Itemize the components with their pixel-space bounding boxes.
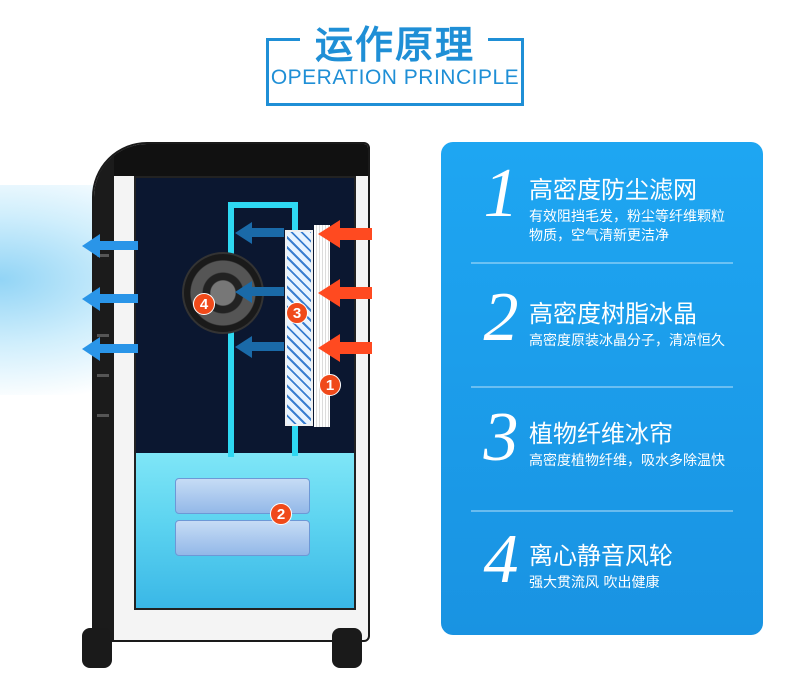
feature-description: 有效阻挡毛发，粉尘等纤维颗粒物质，空气清新更洁净 — [529, 209, 725, 244]
inflow-arrow-head — [318, 334, 340, 362]
internal-flow-arrow — [250, 228, 284, 237]
feature-number: 1 — [483, 155, 519, 232]
header-frame — [266, 38, 524, 106]
feature-number: 2 — [483, 279, 519, 356]
section-header: 运作原理 OPERATION PRINCIPLE — [250, 8, 535, 108]
marker-fan: 4 — [193, 293, 215, 315]
vent-slot — [97, 414, 109, 417]
feature-panel: 1 高密度防尘滤网 有效阻挡毛发，粉尘等纤维颗粒物质，空气清新更洁净 2 高密度… — [441, 142, 763, 635]
dust-filter-screen — [314, 225, 330, 427]
feature-item-ice-crystal: 2 高密度树脂冰晶 高密度原装冰晶分子，清凉恒久 — [441, 272, 763, 390]
outflow-arrow-head — [82, 287, 100, 311]
feature-title: 离心静音风轮 — [529, 542, 673, 570]
internal-flow-arrow-head — [235, 222, 252, 244]
internal-flow-arrow-head — [235, 281, 252, 303]
ice-crystal-pack — [175, 520, 310, 556]
cooler-top-cap — [94, 144, 368, 176]
vent-slot — [97, 334, 109, 337]
fiber-ice-curtain — [285, 230, 313, 426]
header-frame-edge-right — [488, 38, 524, 41]
marker-ice-crystal: 2 — [270, 503, 292, 525]
internal-flow-arrow-head — [235, 336, 252, 358]
outflow-arrow-head — [82, 234, 100, 258]
outflow-arrow — [98, 241, 138, 250]
feature-description: 高密度原装冰晶分子，清凉恒久 — [529, 333, 725, 349]
internal-flow-arrow — [250, 287, 284, 296]
feature-number: 4 — [483, 521, 519, 598]
feature-divider — [471, 510, 733, 512]
feature-description: 强大贯流风 吹出健康 — [529, 575, 660, 591]
water-pipe — [292, 202, 298, 232]
feature-title: 高密度防尘滤网 — [529, 176, 697, 204]
marker-dust-filter: 1 — [319, 374, 341, 396]
feature-description: 高密度植物纤维，吸水多除温快 — [529, 453, 725, 469]
feature-divider — [471, 386, 733, 388]
feature-number: 3 — [483, 399, 519, 476]
inflow-arrow — [338, 342, 372, 354]
feature-item-dust-filter: 1 高密度防尘滤网 有效阻挡毛发，粉尘等纤维颗粒物质，空气清新更洁净 — [441, 148, 763, 266]
header-frame-edge-left — [266, 38, 300, 41]
feature-title: 高密度树脂冰晶 — [529, 300, 697, 328]
water-pipe — [292, 426, 298, 456]
inflow-arrow — [338, 287, 372, 299]
outflow-arrow — [98, 294, 138, 303]
outflow-arrow — [98, 344, 138, 353]
inflow-arrow-head — [318, 279, 340, 307]
feature-divider — [471, 262, 733, 264]
feature-item-ice-curtain: 3 植物纤维冰帘 高密度植物纤维，吸水多除温快 — [441, 392, 763, 510]
title-chinese: 运作原理 — [314, 23, 475, 67]
caster-wheel — [332, 628, 362, 668]
caster-wheel — [82, 628, 112, 668]
outflow-arrow-head — [82, 337, 100, 361]
internal-flow-arrow — [250, 342, 284, 351]
feature-title: 植物纤维冰帘 — [529, 420, 673, 448]
inflow-arrow — [338, 228, 372, 240]
cooler-side-strip — [94, 144, 114, 640]
inflow-arrow-head — [318, 220, 340, 248]
vent-slot — [97, 374, 109, 377]
vent-slot — [97, 254, 109, 257]
feature-item-fan: 4 离心静音风轮 强大贯流风 吹出健康 — [441, 514, 763, 632]
water-pipe — [228, 202, 298, 208]
marker-ice-curtain: 3 — [286, 302, 308, 324]
title-english: OPERATION PRINCIPLE — [270, 66, 520, 89]
